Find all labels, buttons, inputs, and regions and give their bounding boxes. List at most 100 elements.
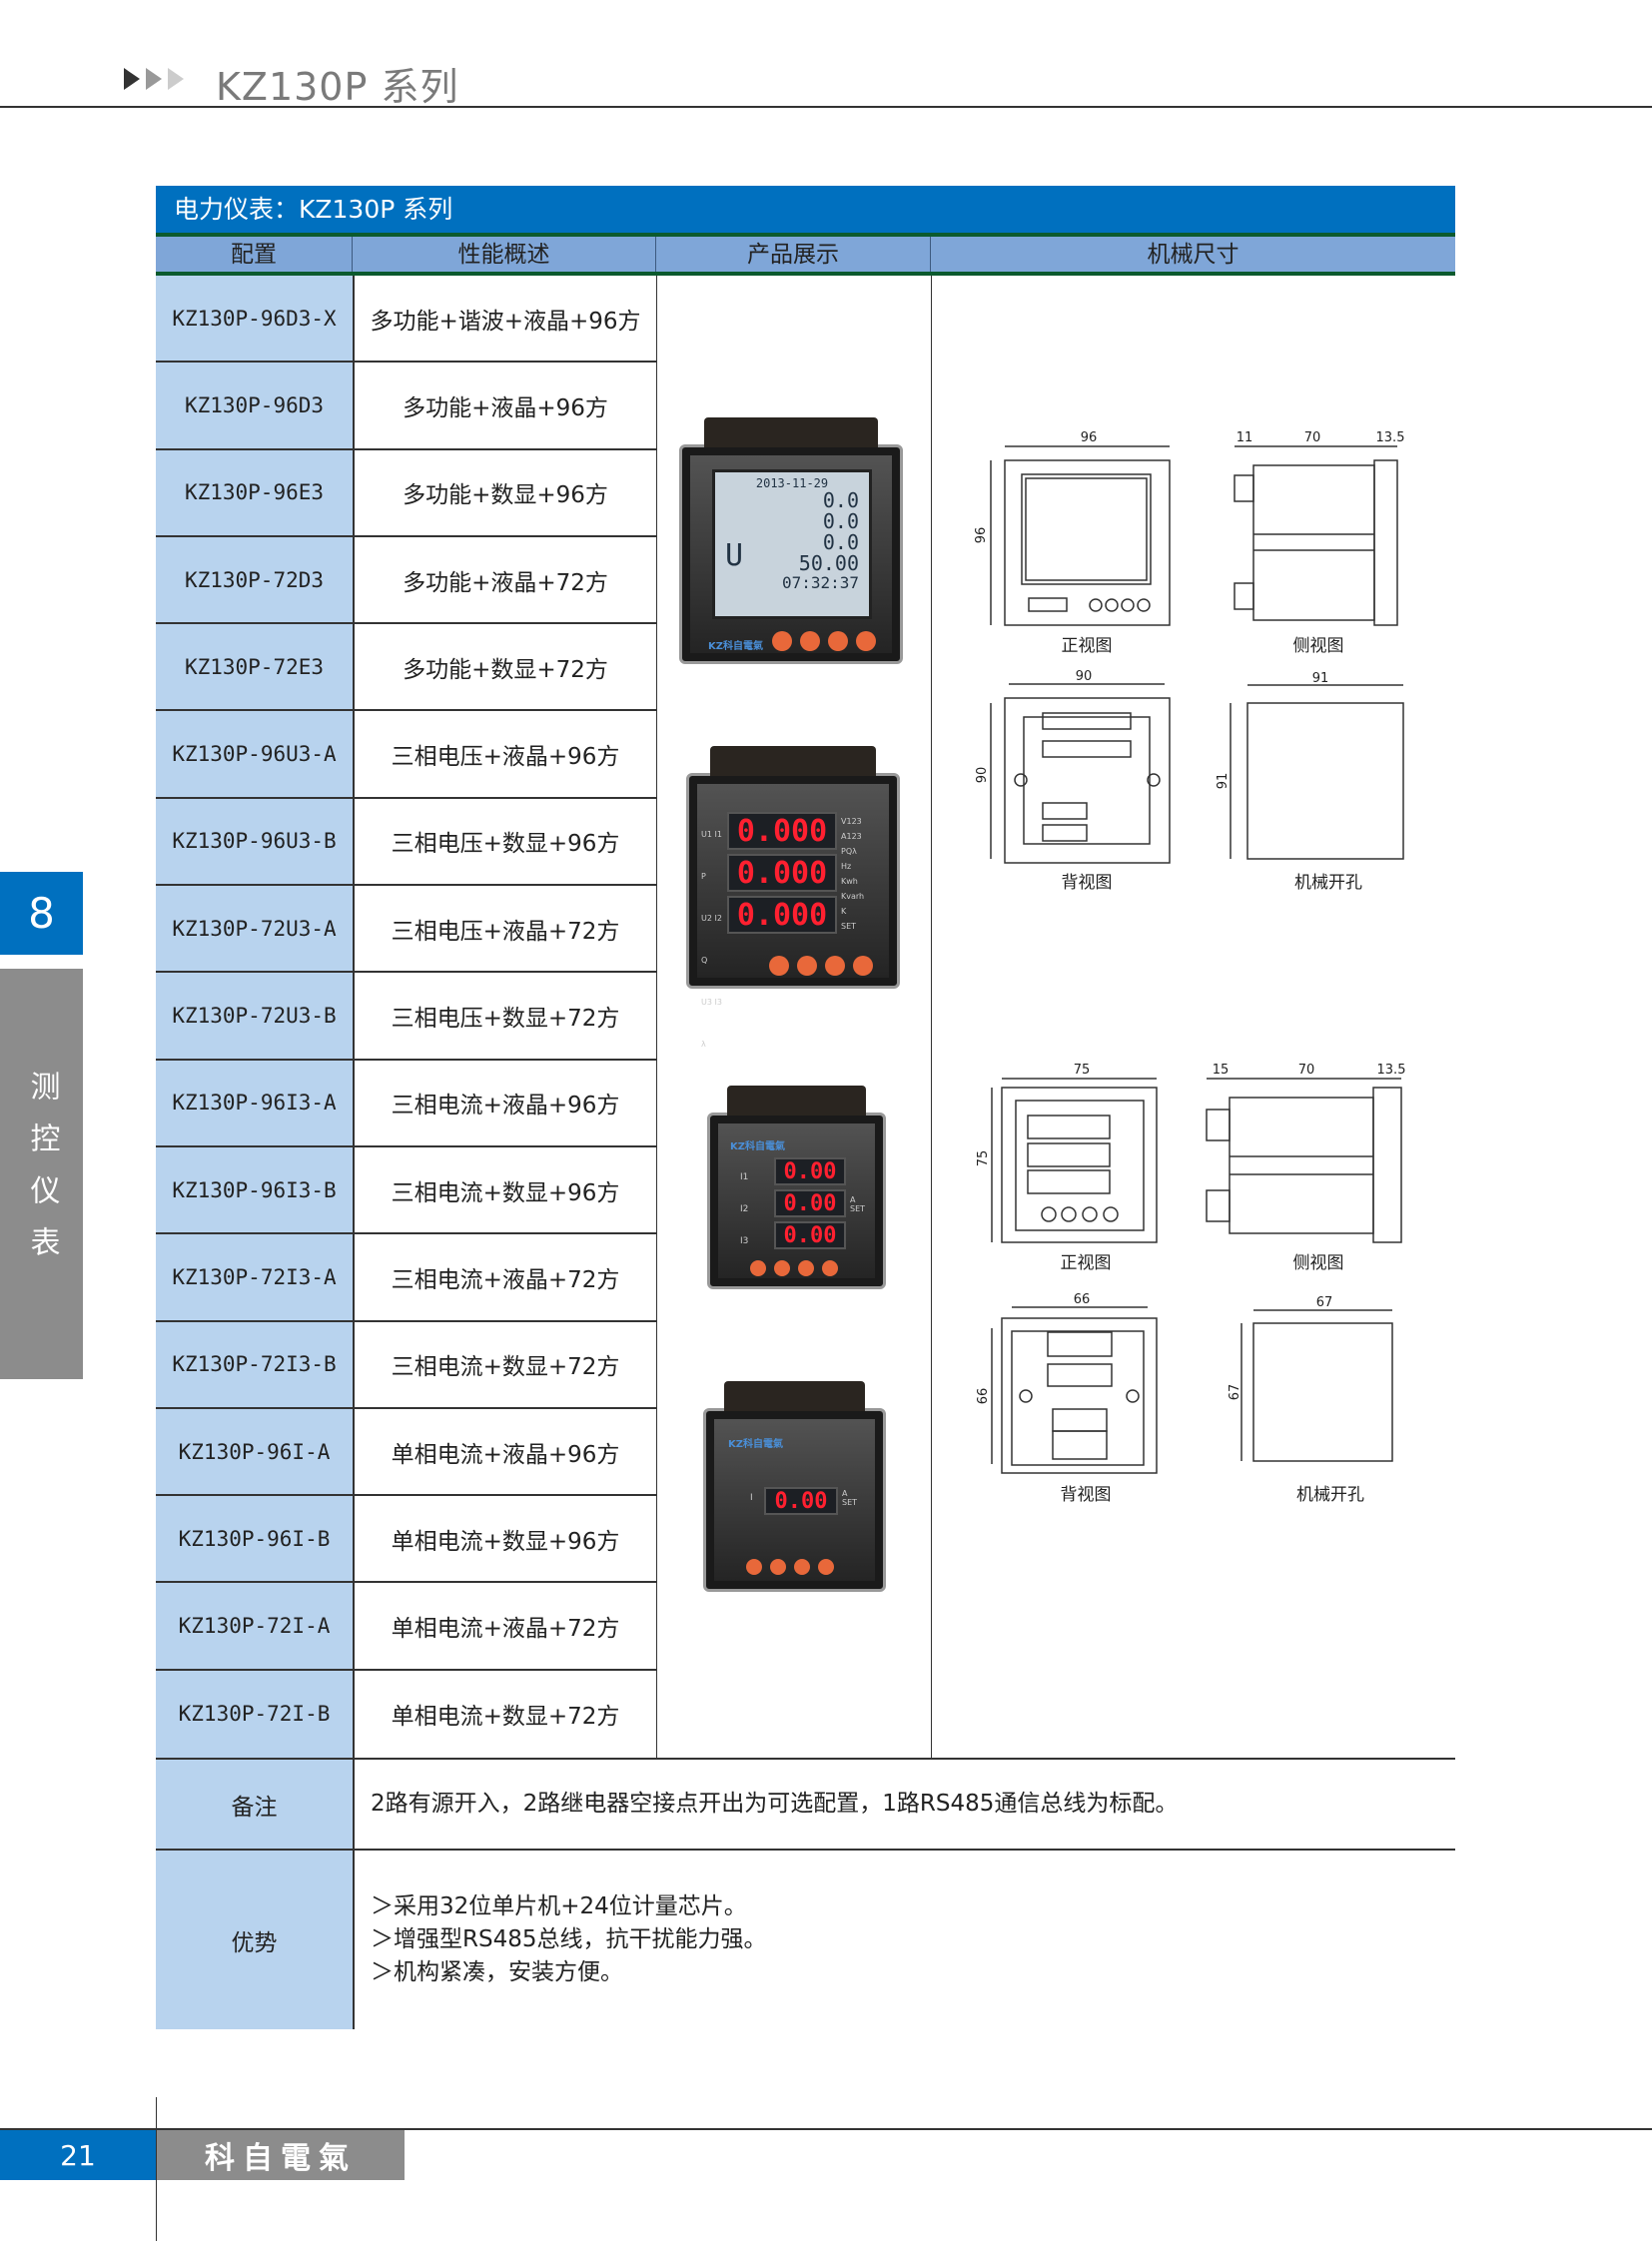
dim-label: 96 [974,527,989,544]
advantage-item: ＞机构紧凑，安装方便。 [371,1959,623,1985]
dim-label: 91 [1312,671,1329,686]
dim-label: 11 [1237,430,1253,445]
description-cell: 三相电流+液晶+96方 [353,1060,656,1145]
config-cell: KZ130P-72I-B [156,1670,353,1759]
footer-divider [156,2097,157,2241]
row-label: U1 I1 P [701,830,722,881]
description-cell: 单相电流+液晶+72方 [353,1583,656,1669]
chapter-number-tab[interactable]: 8 [0,872,83,955]
chapter-title-tab[interactable]: 测控仪表 [0,969,83,1379]
brand-logo: KZ科自電氣 [708,641,763,652]
table-title: 电力仪表：KZ130P 系列 [156,186,1455,233]
view-label: 侧视图 [1293,636,1344,656]
brand-logo: KZ科自電氣 [730,1141,785,1152]
page-title: KZ130P 系列 [216,65,459,109]
meter-buttons [750,1260,838,1276]
indicator-label: SET [841,922,857,931]
view-label: 背视图 [1062,873,1113,893]
row-label: U2 I2 Q [701,914,722,965]
description-cell: 多功能+数显+96方 [353,449,656,535]
view-label: 机械开孔 [1294,873,1362,893]
product-image-single-current-meter: KZ科自電氣 I 0.00 A SET [703,1381,886,1592]
row-label: U3 I3 λ [701,998,722,1049]
footer-divider [0,2128,1652,2130]
dim-label: 90 [1076,669,1093,684]
dim-label: 66 [1074,1292,1091,1307]
dim-label: 96 [1081,430,1098,445]
row-label: I3 [740,1236,749,1246]
config-cell: KZ130P-96D3 [156,363,353,448]
indicator-label: SET [842,1498,858,1507]
header-divider [0,106,1652,108]
column-header-config: 配置 [156,237,353,273]
page-number: 21 [0,2130,156,2180]
note-text: 2路有源开入，2路继电器空接点开出为可选配置，1路RS485通信总线为标配。 [371,1791,1179,1817]
config-cell: KZ130P-72I-A [156,1583,353,1669]
lcd-line: 07:32:37 [781,573,859,592]
dim-label: 75 [1074,1063,1091,1078]
dim-label: 67 [1316,1295,1333,1310]
dim-label: 91 [1216,773,1231,790]
dim-label: 70 [1298,1063,1315,1078]
lcd-line: 0.0 [822,488,859,512]
led-display: 0.00 [774,1157,846,1185]
config-cell: KZ130P-72E3 [156,624,353,710]
side-view-72 [1206,1078,1402,1243]
description-cell: 三相电压+数显+72方 [353,973,656,1059]
config-cell: KZ130P-96D3-X [156,276,353,362]
lcd-date: 2013-11-29 [755,476,829,490]
advantages-label: 优势 [156,1851,353,2029]
back-view-96 [990,683,1171,864]
column-header-product: 产品展示 [656,237,931,273]
led-display: 0.000 [727,854,837,892]
led-display: 0.00 [774,1221,846,1249]
led-display: 0.000 [727,896,837,934]
description-cell: 多功能+数显+72方 [353,624,656,710]
row-label: I1 [740,1172,749,1182]
advantage-item: ＞采用32位单片机+24位计量芯片。 [371,1893,747,1919]
divider [156,272,1455,276]
led-display: 0.000 [727,812,837,850]
config-cell: KZ130P-72I3-B [156,1321,353,1407]
description-cell: 三相电流+液晶+72方 [353,1234,656,1320]
indicator-label: V123 [841,817,862,826]
description-cell: 多功能+液晶+96方 [353,363,656,448]
divider [656,276,657,1758]
dim-label: 13.5 [1377,1063,1406,1078]
note-label: 备注 [156,1760,353,1849]
brand-logo: 科自電氣 [157,2130,405,2180]
led-display: 0.00 [774,1189,846,1217]
cutout-view-96 [1230,684,1404,860]
view-label: 正视图 [1061,1253,1112,1273]
indicator-label: A [842,1489,848,1498]
column-header-performance: 性能概述 [353,237,656,273]
divider [931,276,932,1758]
indicator-label: A123 [841,832,862,841]
meter-buttons [772,631,876,651]
config-cell: KZ130P-72D3 [156,536,353,623]
config-cell: KZ130P-72U3-A [156,886,353,972]
divider [156,233,1455,237]
indicator-label: Kwh [841,877,858,886]
column-header-dimensions: 机械尺寸 [1147,242,1239,268]
indicator-label: SET [850,1204,866,1213]
description-cell: 三相电压+数显+96方 [353,798,656,885]
description-cell: 三相电流+数显+96方 [353,1146,656,1233]
lcd-line: 0.0 [822,509,859,533]
dim-label: 15 [1213,1063,1230,1078]
dim-label: 13.5 [1376,430,1405,445]
lcd-line: 50.00 [798,551,859,575]
note-row: 备注 2路有源开入，2路继电器空接点开出为可选配置，1路RS485通信总线为标配… [156,1758,1455,1851]
